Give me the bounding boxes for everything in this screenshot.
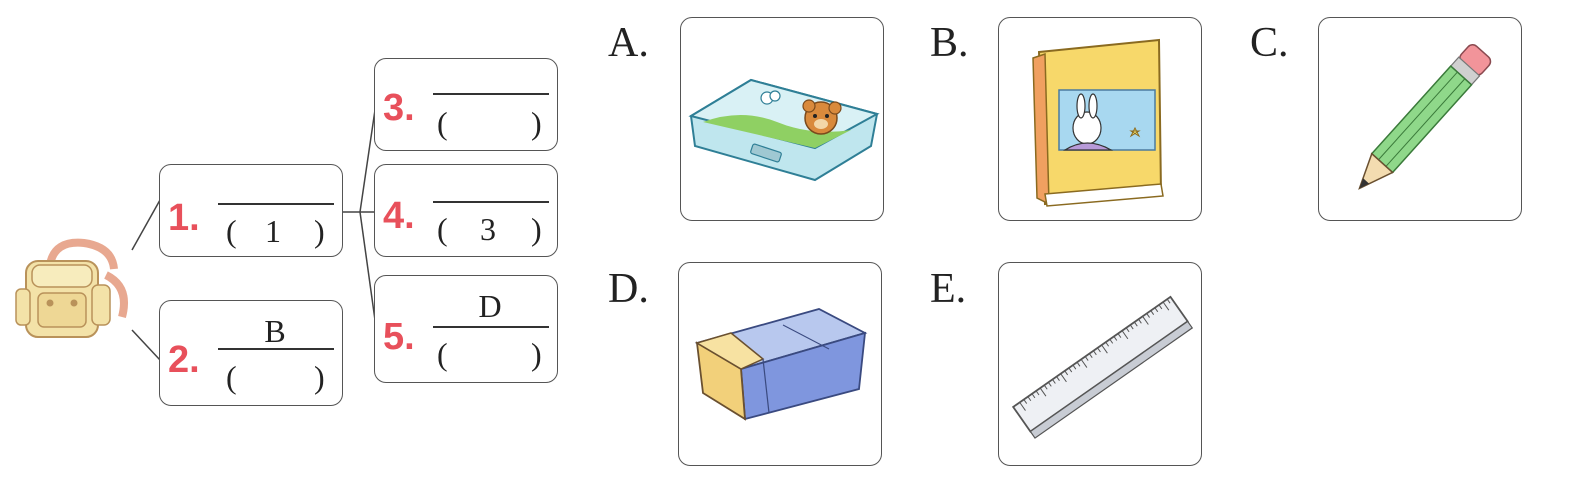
- option-card-a[interactable]: [680, 17, 884, 221]
- node-number: 5.: [383, 318, 415, 356]
- eraser-icon: [679, 263, 882, 466]
- node-4: 4. ( 3 ): [374, 164, 558, 257]
- paren-open: (: [437, 338, 448, 370]
- answer-line: [433, 201, 549, 203]
- answer-line: [433, 93, 549, 95]
- option-letter-e: E.: [930, 268, 966, 310]
- paren-close: ): [531, 107, 542, 139]
- option-letter-c: C.: [1250, 22, 1289, 64]
- paren-value[interactable]: 3: [463, 213, 513, 245]
- paren-open: (: [226, 361, 237, 393]
- backpack-icon: [14, 235, 134, 345]
- node-number: 1.: [168, 199, 200, 237]
- pencil-icon: [1319, 18, 1522, 221]
- node-number: 4.: [383, 197, 415, 235]
- option-card-d[interactable]: [678, 262, 882, 466]
- paren-open: (: [226, 215, 237, 247]
- option-card-b[interactable]: [998, 17, 1202, 221]
- node-5: 5. D ( ): [374, 275, 558, 383]
- ruler-icon: [999, 263, 1202, 466]
- paren-open: (: [437, 213, 448, 245]
- pencil-case-icon: [681, 18, 884, 221]
- paren-value[interactable]: 1: [248, 215, 298, 247]
- book-icon: [999, 18, 1202, 221]
- option-letter-a: A.: [608, 22, 649, 64]
- answer-line: [218, 203, 334, 205]
- answer-line: [433, 326, 549, 328]
- option-letter-d: D.: [608, 268, 649, 310]
- node-2: 2. B ( ): [159, 300, 343, 406]
- option-card-c[interactable]: [1318, 17, 1522, 221]
- paren-open: (: [437, 107, 448, 139]
- node-1: 1. ( 1 ): [159, 164, 343, 257]
- option-letter-b: B.: [930, 22, 969, 64]
- paren-close: ): [314, 361, 325, 393]
- paren-close: ): [531, 213, 542, 245]
- node-number: 2.: [168, 341, 200, 379]
- answer-value[interactable]: D: [435, 290, 545, 322]
- answer-value[interactable]: B: [220, 315, 330, 347]
- answer-line: [218, 348, 334, 350]
- node-3: 3. ( ): [374, 58, 558, 151]
- node-number: 3.: [383, 89, 415, 127]
- option-card-e[interactable]: [998, 262, 1202, 466]
- paren-close: ): [314, 215, 325, 247]
- paren-close: ): [531, 338, 542, 370]
